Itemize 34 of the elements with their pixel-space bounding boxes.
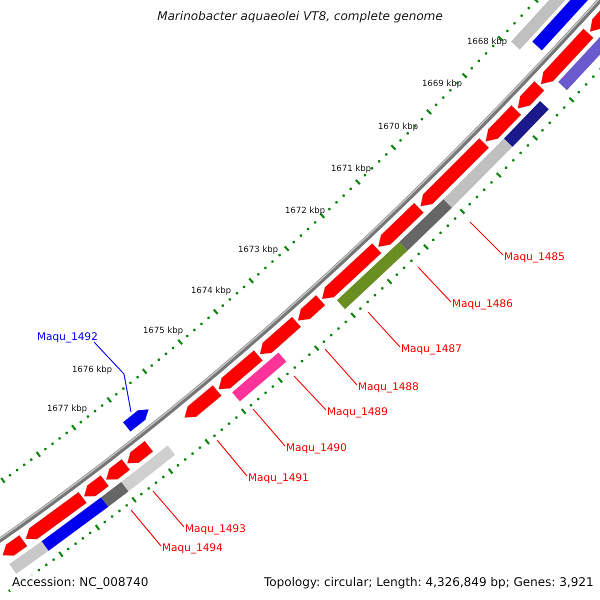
gene-label: Maqu_1493 bbox=[185, 523, 246, 535]
leader-line bbox=[418, 266, 452, 302]
leader-line bbox=[252, 408, 286, 446]
position-label: 1673 kbp bbox=[238, 245, 278, 255]
genome-info: Accession: NC_008740 bbox=[10, 574, 150, 591]
gene-label: Maqu_1487 bbox=[401, 343, 462, 355]
gene-label: Maqu_1491 bbox=[248, 472, 309, 484]
gene-label: Maqu_1490 bbox=[286, 442, 347, 454]
leader-line bbox=[152, 490, 184, 528]
position-label: 1675 kbp bbox=[143, 326, 184, 336]
gene-label: Maqu_1488 bbox=[358, 381, 419, 393]
leader-line bbox=[94, 342, 132, 412]
position-label: 1670 kbp bbox=[378, 122, 418, 132]
genome-info: Topology: circular; Length: 4,326,849 bp; Genes: 3,921 bbox=[262, 574, 596, 591]
gene-label: Maqu_1485 bbox=[504, 251, 565, 263]
position-label: 1672 kbp bbox=[285, 206, 326, 216]
position-label: 1668 kbp bbox=[467, 37, 508, 47]
position-label: 1677 kbp bbox=[47, 404, 88, 414]
gene-arrow bbox=[123, 409, 149, 432]
leader-line bbox=[216, 440, 248, 476]
gene-label: Maqu_1486 bbox=[452, 298, 513, 310]
gene-label: Maqu_1492 bbox=[37, 331, 98, 343]
position-label: 1669 kbp bbox=[422, 79, 462, 89]
title: Marinobacter aquaeolei VT8, complete genome bbox=[157, 9, 443, 23]
leader-line bbox=[368, 312, 400, 348]
position-label: 1671 kbp bbox=[331, 164, 372, 174]
position-label: 1676 kbp bbox=[72, 365, 112, 375]
leader-line bbox=[294, 376, 326, 410]
leader-line bbox=[324, 348, 358, 386]
leader-line bbox=[470, 222, 504, 256]
position-label: 1674 kbp bbox=[191, 286, 232, 296]
gene-label: Maqu_1494 bbox=[162, 542, 223, 554]
gene-label: Maqu_1489 bbox=[327, 406, 388, 418]
leader-line bbox=[130, 510, 162, 546]
